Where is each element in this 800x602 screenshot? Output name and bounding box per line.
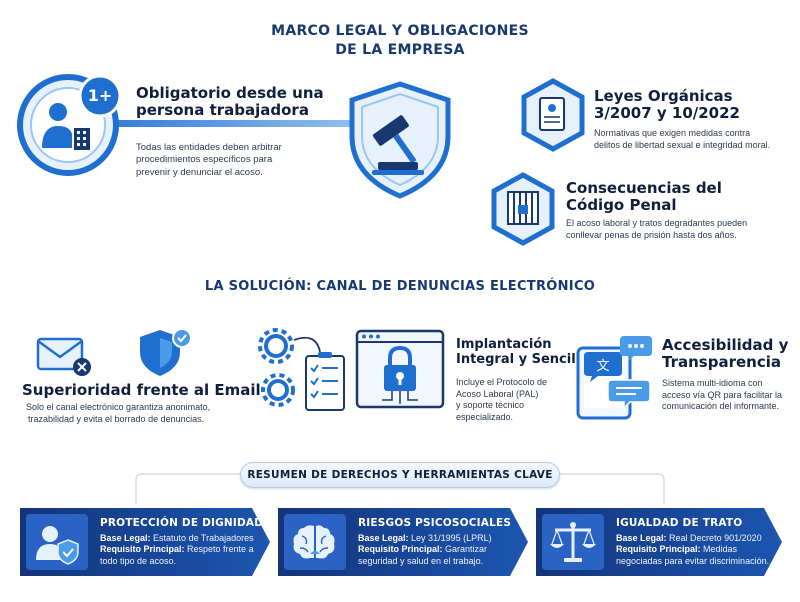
leyes-title-line1: Leyes Orgánicas bbox=[594, 87, 733, 105]
implantacion-desc-line2: Acoso Laboral (PAL) bbox=[456, 388, 539, 399]
penal-desc-line2: conllevar penas de prisión hasta dos año… bbox=[566, 229, 737, 240]
person-shield-icon bbox=[26, 514, 88, 570]
accesibilidad-title-line1: Accesibilidad y bbox=[662, 336, 789, 354]
implantacion-title: Implantación Integral y Sencilla bbox=[456, 337, 589, 368]
req-value-line1: Respeto frente a bbox=[187, 544, 254, 555]
banner-dignidad-base: Base Legal: Estatuto de Trabajadores bbox=[100, 533, 270, 544]
obligatorio-desc-line1: Todas las entidades deben arbitrar bbox=[136, 142, 282, 153]
resumen-pill bbox=[240, 462, 560, 488]
banner-dignidad-req: Requisito Principal: Respeto frente a bbox=[100, 544, 270, 555]
lock-browser-icon bbox=[355, 329, 445, 409]
accesibilidad-desc: Sistema multi-idioma con acceso vía QR p… bbox=[662, 378, 782, 413]
implantacion-title-line2: Integral y Sencilla bbox=[456, 351, 589, 367]
penal-title: Consecuencias del Código Penal bbox=[566, 179, 722, 215]
badge-circle bbox=[78, 74, 122, 118]
banner-psicosociales-title: RIESGOS PSICOSOCIALES bbox=[358, 517, 512, 529]
svg-text:文: 文 bbox=[596, 359, 609, 374]
tablet-translate-icon: 文 bbox=[576, 336, 652, 420]
req-value-line1: Garantizar bbox=[445, 544, 488, 555]
banner-igualdad-base: Base Legal: Real Decreto 901/2020 bbox=[616, 533, 782, 544]
banner-igualdad-title: IGUALDAD DE TRATO bbox=[616, 517, 743, 529]
banner-dignidad-text: PROTECCIÓN DE DIGNIDAD Base Legal: Estat… bbox=[100, 517, 270, 567]
email-desc-line1: Solo el canal electrónico garantiza anon… bbox=[26, 402, 211, 412]
shield-gavel-icon bbox=[349, 81, 451, 199]
base-label: Base Legal: bbox=[100, 533, 151, 543]
gears-checklist-icon bbox=[258, 328, 345, 411]
accesibilidad-desc-line3: comunicación del informante. bbox=[662, 401, 780, 412]
leyes-title: Leyes Orgánicas 3/2007 y 10/2022 bbox=[594, 87, 740, 123]
req-value-line2: negociadas para evitar discriminación. bbox=[616, 555, 770, 566]
banner-psicosociales-base: Base Legal: Ley 31/1995 (LPRL) bbox=[358, 533, 528, 544]
page-title: MARCO LEGAL Y OBLIGACIONES DE LA EMPRESA bbox=[0, 22, 800, 60]
req-value-line2: seguridad y salud en el trabajo. bbox=[358, 555, 484, 566]
page-title-line1: MARCO LEGAL Y OBLIGACIONES bbox=[271, 23, 529, 39]
base-label: Base Legal: bbox=[616, 533, 667, 543]
penal-title-line2: Código Penal bbox=[566, 196, 677, 215]
banner-psicosociales: RIESGOS PSICOSOCIALES Base Legal: Ley 31… bbox=[278, 508, 528, 576]
leyes-desc: Normativas que exigen medidas contra del… bbox=[594, 128, 770, 151]
penal-desc-line1: El acoso laboral y tratos degradantes pu… bbox=[566, 218, 748, 228]
banner-dignidad: PROTECCIÓN DE DIGNIDAD Base Legal: Estat… bbox=[20, 508, 270, 576]
email-desc-line2: trazabilidad y evita el borrado de denun… bbox=[28, 413, 205, 424]
banner-psicosociales-text: RIESGOS PSICOSOCIALES Base Legal: Ley 31… bbox=[358, 517, 528, 567]
accesibilidad-desc-line1: Sistema multi-idioma con bbox=[662, 378, 763, 388]
prison-icon bbox=[491, 172, 555, 246]
leyes-desc-line1: Normativas que exigen medidas contra bbox=[594, 128, 751, 138]
banner-dignidad-title: PROTECCIÓN DE DIGNIDAD bbox=[100, 517, 264, 529]
implantacion-title-line1: Implantación bbox=[456, 337, 552, 352]
penal-title-line1: Consecuencias del bbox=[566, 179, 722, 197]
user-building-icon bbox=[42, 103, 90, 150]
accesibilidad-title-line2: Transparencia bbox=[662, 353, 781, 372]
email-title: Superioridad frente al Email bbox=[22, 381, 261, 399]
badge-count: 1+ bbox=[87, 86, 113, 105]
req-label: Requisito Principal: bbox=[358, 544, 443, 555]
connector-bar bbox=[60, 120, 380, 127]
obligatorio-graphic bbox=[17, 74, 380, 176]
obligatorio-title-line2: persona trabajadora bbox=[136, 101, 309, 120]
resumen-title: RESUMEN DE DERECHOS Y HERRAMIENTAS CLAVE bbox=[247, 469, 553, 481]
obligatorio-desc: Todas las entidades deben arbitrar proce… bbox=[136, 142, 282, 179]
base-value: Real Decreto 901/2020 bbox=[669, 533, 762, 543]
accesibilidad-desc-line2: acceso vía QR para facilitar la bbox=[662, 389, 783, 400]
obligatorio-desc-line2: procedimientos específicos para bbox=[136, 154, 273, 166]
req-value-line1: Medidas bbox=[703, 544, 738, 555]
implantacion-desc-line1: Incluye el Protocolo de bbox=[456, 377, 548, 387]
penal-desc: El acoso laboral y tratos degradantes pu… bbox=[566, 218, 747, 241]
shield-check-icon bbox=[140, 328, 192, 376]
base-label: Base Legal: bbox=[358, 533, 409, 543]
obligatorio-title: Obligatorio desde una persona trabajador… bbox=[136, 84, 324, 120]
leyes-title-line2: 3/2007 y 10/2022 bbox=[594, 104, 740, 123]
envelope-x-icon bbox=[36, 337, 91, 376]
banner-psicosociales-req: Requisito Principal: Garantizar bbox=[358, 544, 528, 555]
solution-title: LA SOLUCIÓN: CANAL DE DENUNCIAS ELECTRÓN… bbox=[204, 279, 596, 294]
email-desc: Solo el canal electrónico garantiza anon… bbox=[26, 402, 210, 425]
leyes-desc-line2: delitos de libertad sexual e integridad … bbox=[594, 139, 771, 150]
implantacion-desc: Incluye el Protocolo de Acoso Laboral (P… bbox=[456, 377, 547, 424]
req-label: Requisito Principal: bbox=[100, 544, 185, 555]
req-label: Requisito Principal: bbox=[616, 544, 701, 555]
brain-icon bbox=[284, 514, 346, 570]
banner-igualdad: IGUALDAD DE TRATO Base Legal: Real Decre… bbox=[536, 508, 782, 576]
banner-igualdad-req: Requisito Principal: Medidas bbox=[616, 544, 782, 555]
accesibilidad-title: Accesibilidad y Transparencia bbox=[662, 336, 789, 372]
implantacion-desc-line3: y soporte técnico bbox=[456, 400, 525, 411]
document-icon bbox=[521, 78, 585, 152]
base-value: Estatuto de Trabajadores bbox=[153, 533, 254, 543]
base-value: Ley 31/1995 (LPRL) bbox=[411, 533, 492, 543]
req-value-line2: todo tipo de acoso. bbox=[100, 555, 177, 566]
obligatorio-title-line1: Obligatorio desde una bbox=[136, 84, 324, 102]
implantacion-desc-line4: especializado. bbox=[456, 412, 514, 423]
scales-icon bbox=[542, 514, 604, 570]
banner-igualdad-text: IGUALDAD DE TRATO Base Legal: Real Decre… bbox=[616, 517, 782, 567]
page-title-line2: DE LA EMPRESA bbox=[335, 42, 465, 58]
obligatorio-desc-line3: prevenir y denunciar el acoso. bbox=[136, 166, 263, 178]
